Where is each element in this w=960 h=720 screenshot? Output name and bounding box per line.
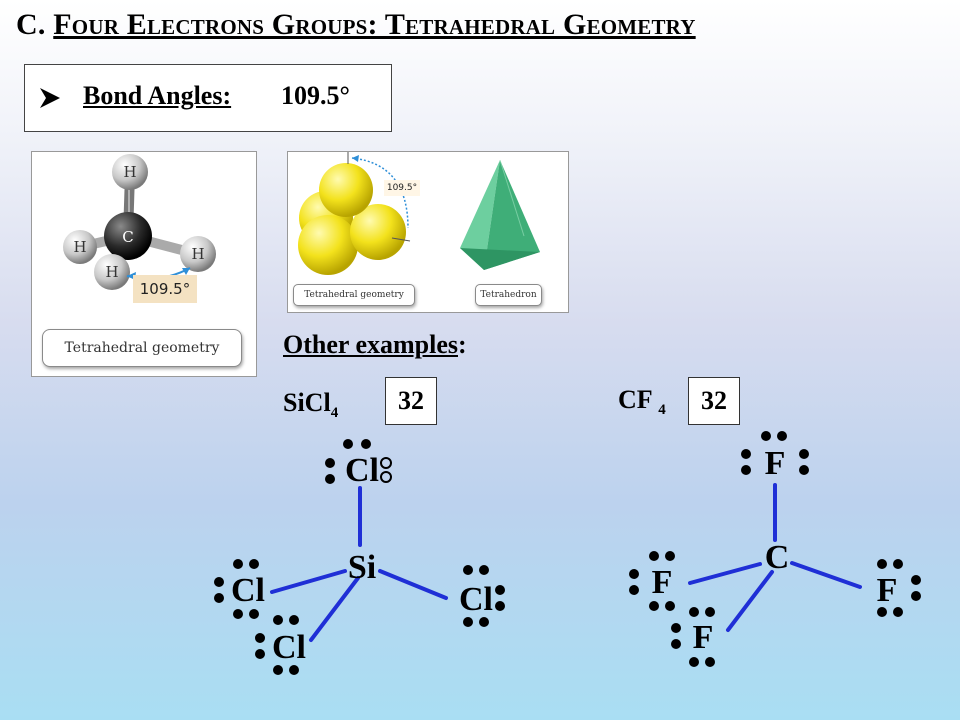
formula-sicl4-main: SiCl — [283, 388, 331, 417]
cf4-c-center: C — [765, 539, 790, 576]
atom-h-right: H — [191, 245, 204, 263]
domains-caption-left: Tetrahedral geometry — [293, 284, 415, 306]
sicl4-si-center: Si — [348, 549, 376, 586]
formula-cf4-sub: 4 — [658, 402, 666, 419]
sicl4-cl-left: Cl — [231, 572, 265, 609]
methane-angle-label: 109.5° — [133, 275, 197, 303]
other-examples-label: Other examples — [283, 330, 458, 359]
tetrahedral-domains-image: 109.5° Tetrahedral geometry Tetrahedron — [287, 151, 569, 313]
slide-title: C. Four Electrons Groups: Tetrahedral Ge… — [16, 8, 696, 42]
cf4-f-bottom: F — [693, 619, 714, 656]
methane-model-image: H H C H H 109.5° Tetrahedral geometry — [31, 151, 257, 377]
sicl4-atoms: Cl Si Cl Cl Cl — [231, 452, 493, 666]
cf4-bonds — [688, 483, 862, 632]
sicl4-bonds — [270, 486, 448, 642]
sicl4-cl-bottom: Cl — [272, 629, 306, 666]
methane-caption: Tetrahedral geometry — [42, 329, 242, 367]
methane-model-illustration: H H C H H — [63, 154, 216, 290]
formula-cf4: CF 4 — [618, 385, 666, 419]
atom-c-center: C — [122, 228, 133, 246]
sicl4-cl-top: Cl — [345, 452, 379, 489]
formula-cf4-main: CF — [618, 385, 652, 414]
cf4-f-top: F — [765, 445, 786, 482]
formula-sicl4: SiCl4 — [283, 388, 338, 422]
domains-angle-label: 109.5° — [384, 180, 420, 196]
title-text: Four Electrons Groups: Tetrahedral Geome… — [53, 8, 696, 41]
bond-angles-label: Bond Angles: — [83, 81, 232, 110]
bond-angles-value: 109.5° — [281, 81, 350, 110]
formula-sicl4-sub: 4 — [330, 405, 339, 422]
domains-caption-right: Tetrahedron — [475, 284, 542, 306]
atom-h-left: H — [73, 238, 86, 256]
cf4-f-left: F — [652, 564, 673, 601]
other-examples-heading: Other examples: — [283, 330, 467, 360]
bond-angles-box: Bond Angles: 109.5° — [24, 64, 392, 132]
sicl4-cl-right: Cl — [459, 581, 493, 618]
title-prefix: C. — [16, 8, 54, 41]
atom-h-top: H — [123, 163, 136, 181]
other-examples-colon: : — [458, 330, 467, 359]
atom-h-front: H — [105, 263, 118, 281]
tetrahedral-domains-illustration — [298, 152, 540, 275]
electron-count-cf4: 32 — [688, 377, 740, 425]
cf4-atoms: F C F F F — [652, 445, 898, 656]
cf4-f-right: F — [877, 572, 898, 609]
sicl4-lone-pairs — [214, 439, 505, 675]
cf4-lone-pairs — [629, 431, 921, 667]
bullet-arrow-icon — [40, 88, 60, 108]
electron-count-sicl4: 32 — [385, 377, 437, 425]
